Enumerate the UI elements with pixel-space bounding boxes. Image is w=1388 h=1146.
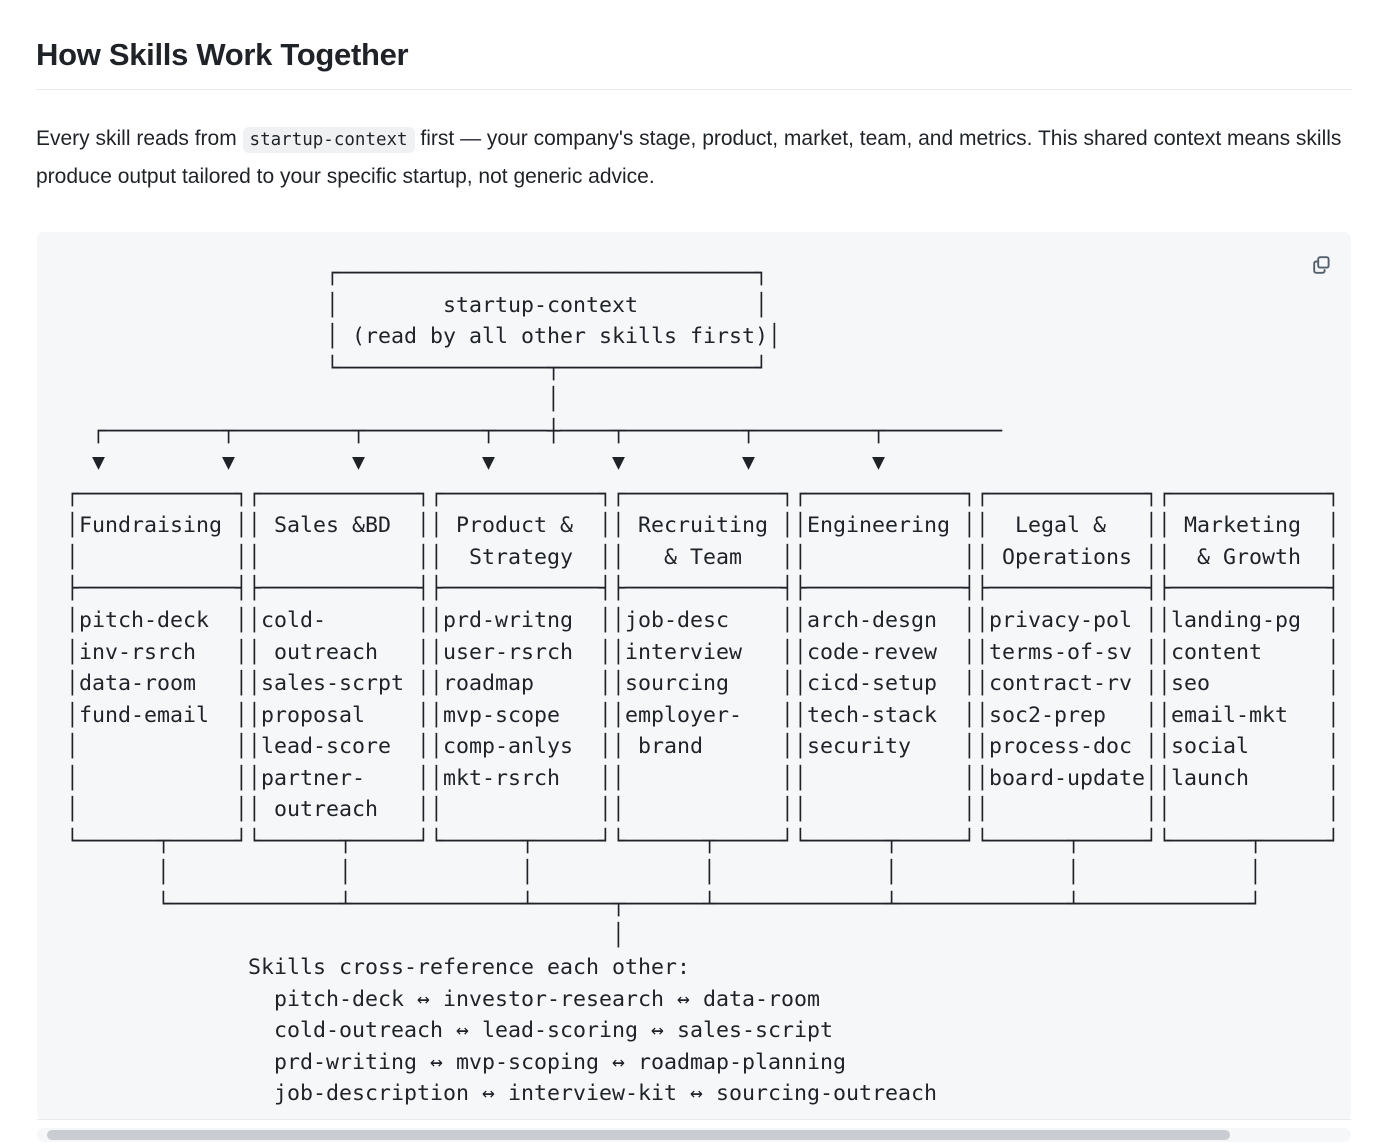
- horizontal-scrollbar-track[interactable]: [37, 1128, 1351, 1142]
- ascii-diagram: ┌────────────────────────────────┐ │ sta…: [66, 261, 1341, 1107]
- horizontal-scrollbar-thumb[interactable]: [47, 1130, 1230, 1140]
- intro-text-before: Every skill reads from: [36, 126, 243, 150]
- panel-bottom-divider: [37, 1119, 1351, 1120]
- diagram-panel: ┌────────────────────────────────┐ │ sta…: [37, 232, 1351, 1120]
- intro-paragraph: Every skill reads from startup-context f…: [36, 90, 1352, 196]
- diagram-scroll-area[interactable]: ┌────────────────────────────────┐ │ sta…: [37, 232, 1351, 1120]
- intro-text-after: first — your company's stage, product, m…: [36, 126, 1342, 188]
- title-divider: [36, 88, 1352, 90]
- inline-code-startup-context: startup-context: [242, 126, 415, 153]
- copy-icon[interactable]: [1304, 247, 1338, 281]
- page-title: How Skills Work Together: [36, 37, 409, 72]
